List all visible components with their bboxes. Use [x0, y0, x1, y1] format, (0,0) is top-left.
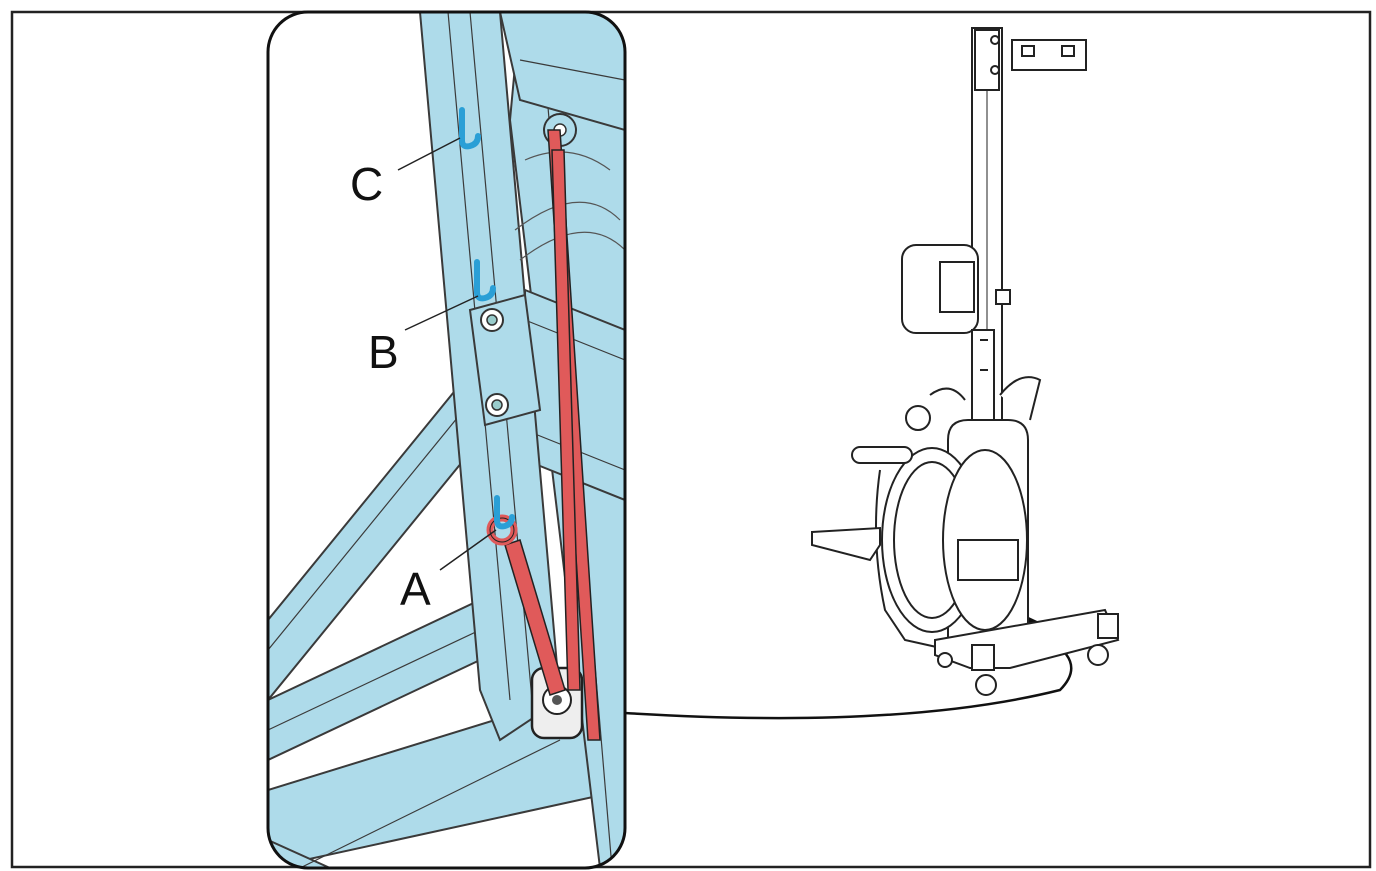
wheel-left [975, 674, 997, 696]
handle-hook-right [999, 376, 1042, 421]
leader-a [439, 529, 497, 571]
zoom-panel-border [266, 10, 627, 870]
leader-b [404, 295, 479, 331]
tank-frame [875, 469, 951, 651]
hook-b [474, 259, 496, 302]
callout-label-b: B [368, 326, 399, 378]
wheel-right [1087, 644, 1109, 666]
callout-label-c: C [350, 158, 383, 210]
zoom-detail-panel [266, 10, 627, 870]
callout-label-a: A [400, 563, 431, 615]
handle-bar [851, 446, 913, 464]
lower-rail [971, 329, 995, 426]
top-beam [498, 12, 625, 132]
handle-hook-left [929, 387, 966, 401]
outer-border [10, 10, 1372, 869]
leader-c [397, 137, 461, 171]
zoom-connector-line [624, 633, 1073, 720]
hook-c [459, 107, 481, 150]
hook-a [494, 495, 515, 530]
strap-end [504, 539, 566, 696]
strap-inner [551, 149, 581, 691]
footplate [811, 526, 881, 562]
rowing-machine-upright [811, 27, 1120, 696]
